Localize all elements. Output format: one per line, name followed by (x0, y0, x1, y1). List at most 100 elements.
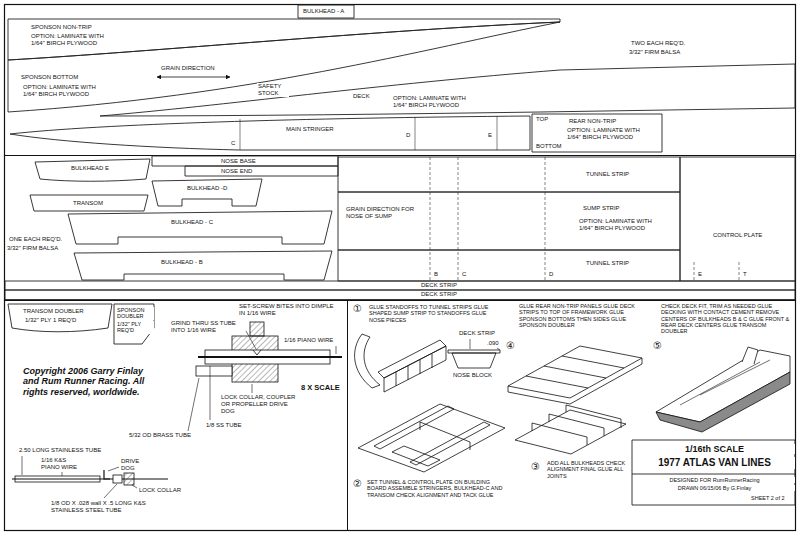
part-outline (114, 304, 154, 344)
material-note: 3/32" FIRM BALSA (6, 245, 59, 252)
nose-block-sketch (448, 350, 500, 368)
detail-note: 2.50 LONG STAINLESS TUBE (18, 447, 102, 454)
part-outline (632, 440, 795, 505)
deck-seam (680, 360, 770, 405)
part-outline (10, 116, 530, 150)
part-label: TOP (535, 116, 549, 123)
part-label: BULKHEAD - B (160, 259, 204, 266)
scale-note: 8 X SCALE (300, 384, 341, 393)
step-number: ⑤ (652, 340, 663, 352)
part-outline (100, 64, 795, 116)
step-number: ② (352, 478, 363, 490)
part-outline (9, 115, 531, 151)
piano-wire (198, 356, 342, 358)
part-outline (532, 114, 662, 152)
part-outline (184, 165, 339, 177)
lock-collar (124, 473, 134, 485)
part-label: DECK STRIP (458, 330, 496, 337)
nose-piece (355, 334, 380, 388)
part-label: GRAIN DIRECTION FOR NOSE OF SUMP (345, 206, 419, 220)
part-label: OPTION: LAMINATE WITH 1/64" BIRCH PLYWOO… (566, 127, 648, 141)
doubler-part: SPONSON DOUBLER1/32" PLY REQ'D (113, 303, 155, 345)
detail-note: 1/16 PIANO WIRE (283, 337, 334, 344)
part-outline (30, 195, 148, 211)
bulkhead-part: BULKHEAD - A (297, 4, 355, 19)
part-outline (8, 304, 112, 332)
control-plate-part: CONTROL PLATE E T (679, 156, 796, 282)
part-label: C (461, 271, 467, 278)
station-line (240, 116, 497, 150)
part-label: NOSE END (220, 168, 253, 175)
quantity-note: ONE EACH REQ'D. (8, 236, 63, 243)
part-outline (74, 251, 332, 280)
part-outline (4, 289, 796, 301)
part-label: TRANSOM (72, 200, 104, 207)
part-outline (5, 281, 795, 290)
detail-note: DRIVE DOG (120, 458, 154, 472)
part-label: CONTROL PLATE (712, 232, 763, 239)
bulkhead-part: BULKHEAD - B (73, 250, 333, 281)
part-label: TRANSOM DOUBLER (22, 308, 85, 315)
set-screw (250, 322, 264, 336)
dimple (253, 350, 261, 355)
bulkhead-frame-sketch (515, 405, 626, 454)
part-outline (68, 211, 332, 244)
part-outline (679, 156, 796, 282)
part-label: E (487, 132, 493, 139)
part-label: DESIGNED FOR RumRunnerRacing (634, 477, 795, 483)
detail-note: 1/8 OD X .028 wall X .5 LONG K&S STAINLE… (50, 500, 177, 514)
part-outline (152, 156, 338, 166)
tunnel-strip-sketch (378, 340, 446, 392)
part-outline (151, 178, 263, 207)
part-outline (152, 179, 262, 206)
stringer-part: MAIN STRINGERCDE (9, 115, 531, 151)
sump-strip-part: GRAIN DIRECTION FOR NOSE OF SUMPSUMP STR… (337, 191, 681, 251)
part-label: BOTTOM (535, 143, 563, 150)
part-label: T (742, 271, 748, 278)
part-outline (8, 22, 560, 112)
part-outline (298, 5, 354, 18)
step-instruction: GLUE STANDOFFS TO TUNNEL STRIPS GLUE SHA… (368, 304, 502, 323)
part-note: SAFETY STOCK (257, 83, 289, 97)
part-label: NOSE BASE (220, 158, 257, 165)
drive-dog (104, 470, 110, 479)
part-outline (338, 192, 680, 250)
step-instruction: GLUE REAR NON-TRIP PANELS GLUE DECK STRI… (518, 303, 652, 328)
section-divider (5, 156, 796, 531)
dimension: .090 (486, 340, 500, 347)
step-number: ① (352, 303, 363, 315)
framework-sketch (508, 346, 642, 404)
detail-note: LOCK COLLAR (138, 487, 182, 494)
step-instruction: SET TUNNEL & CONTROL PLATE ON BUILDING B… (366, 479, 508, 498)
part-outline (5, 290, 795, 300)
detail-note: 1/8 SS TUBE (205, 422, 243, 429)
quantity-note: TWO EACH REQ'D. (630, 40, 686, 47)
part-label: SHEET 2 of 2 (750, 495, 786, 501)
tunnel-strip-part: TUNNEL STRIPBCD (337, 249, 681, 282)
doubler-part: TRANSOM DOUBLER1/32" PLY 1 REQ'D (7, 303, 113, 334)
brass-tube (196, 366, 232, 376)
hull-side-sketch (656, 372, 790, 432)
part-outline (35, 159, 150, 181)
part-label: SPONSON DOUBLER (116, 307, 154, 320)
bulkhead-part: BULKHEAD - C (67, 210, 333, 245)
part-outline (67, 210, 333, 245)
sheet-border (5, 5, 796, 531)
part-label: DECK (352, 93, 371, 100)
step-instruction: CHECK DECK FIT, TRIM AS NEEDED GLUE DECK… (660, 303, 794, 335)
piano-wire (12, 478, 168, 479)
deck-strip-part: DECK STRIP (4, 280, 796, 291)
station-line (430, 157, 739, 281)
part-label: E (697, 271, 703, 278)
part-outline (4, 280, 796, 291)
part-label: OPTION: LAMINATE WITH 1/64" BIRCH PLYWOO… (30, 33, 112, 47)
part-label: BULKHEAD E (70, 165, 110, 172)
part-label: B (433, 271, 439, 278)
part-label: BULKHEAD - C (170, 219, 214, 226)
detail-note: SET-SCREW BITES INTO DIMPLE IN 1/16 WIRE (238, 303, 340, 317)
step-number: ④ (505, 340, 516, 352)
part-label: DECK STRIP (420, 291, 458, 298)
part-label: MAIN STRINGER (285, 126, 335, 133)
part-label: OPTION: LAMINATE WITH 1/64" BIRCH PLYWOO… (578, 218, 660, 232)
title-block: 1/16th SCALE1977 ATLAS VAN LINESDESIGNED… (631, 439, 796, 506)
